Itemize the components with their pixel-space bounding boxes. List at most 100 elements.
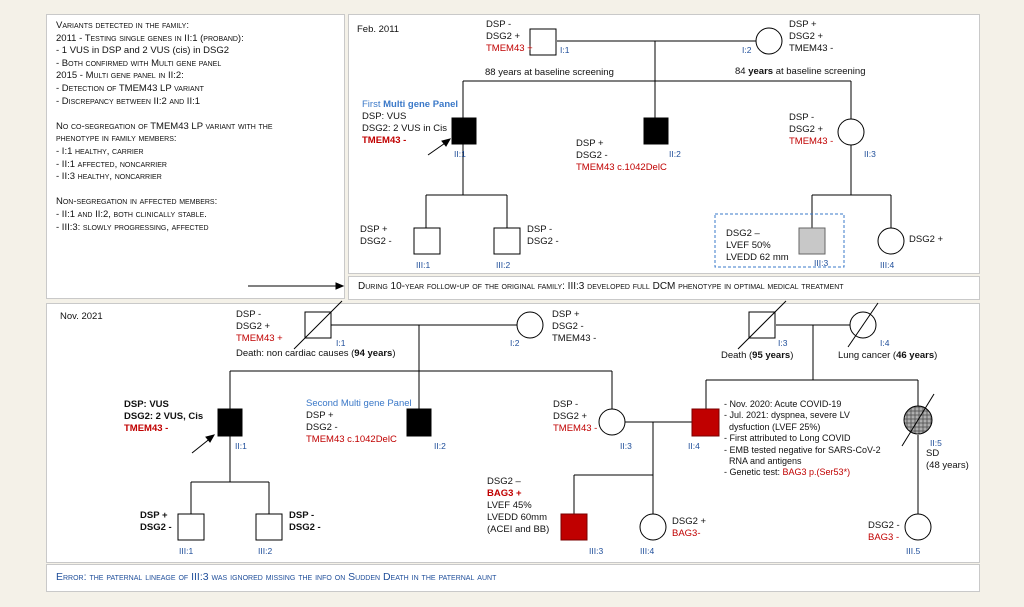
clinical-note: dysfuction (LVEF 25%) (724, 421, 821, 432)
panel-text: Second Multi gene Panel (306, 398, 412, 409)
highlight-box (714, 213, 845, 268)
dsg2-status: DSG2 + (486, 31, 521, 42)
summary-line: phenotype in family members: (56, 133, 177, 145)
individual-id: III:1 (179, 546, 194, 556)
bIII4-label: DSG2 + BAG3- (672, 516, 706, 540)
male-symbol (413, 227, 441, 255)
error-label: Error: (56, 571, 87, 583)
clinical-note: - Jul. 2021: dyspnea, severe LV (724, 410, 850, 421)
individual-id: I:1 (336, 338, 346, 348)
panel-bold: Multi gene Panel (383, 99, 459, 110)
lvef-value: LVEF 45% (487, 500, 532, 511)
note-text: Death ( (721, 350, 753, 361)
individual-id: III:1 (416, 260, 431, 270)
dsg2-status: DSG2 – (487, 476, 521, 487)
male-symbol (493, 227, 521, 255)
dsp-status: DSP: VUS (362, 111, 407, 122)
bIII3-label: DSG2 – BAG3 + LVEF 45% LVEDD 60mm (ACEI … (487, 476, 549, 536)
dsg2-status: DSG2: 2 VUS in Cis (362, 123, 447, 134)
male-symbol (529, 28, 557, 56)
III1-label: DSP + DSG2 - (360, 224, 392, 248)
bag3-status: BAG3 + (487, 488, 522, 499)
lvedd-value: LVEDD 60mm (487, 512, 548, 523)
tmem43-status: TMEM43 c.1042DelC (306, 434, 397, 445)
bIII5-label: DSG2 - BAG3 - (868, 520, 900, 544)
dsg2-status: DSG2 - (552, 321, 584, 332)
dsg2-status: DSG2 - (576, 150, 608, 161)
clinical-note: - First attributed to Long COVID (724, 433, 851, 444)
clinical-note: - EMB tested negative for SARS-CoV-2 (724, 444, 881, 455)
lvef-value: LVEF 50% (726, 240, 771, 251)
summary-line: 2015 - Multi gene panel in II:2: (56, 70, 184, 82)
dsg2-status: DSG2 - (360, 236, 392, 247)
summary-line: Non-segregation in affected members: (56, 196, 218, 208)
error-note: Error: the paternal lineage of III:3 was… (56, 571, 496, 583)
affected-male-symbol (217, 408, 243, 437)
arrow-head (441, 138, 452, 147)
dsg2-status: DSG2 - (306, 422, 338, 433)
individual-id: I:2 (742, 45, 752, 55)
note-bold: 94 years (354, 348, 393, 359)
bIII2-label: DSP - DSG2 - (289, 510, 321, 534)
dsg2-status: DSG2 - (140, 522, 172, 533)
dsp-status: DSP + (306, 410, 334, 421)
error-note-box (46, 564, 980, 592)
individual-id: I:1 (560, 45, 570, 55)
individual-id: II:1 (235, 441, 247, 451)
bag3-status: BAG3 - (868, 532, 900, 543)
female-symbol (755, 27, 783, 55)
arrow-head (335, 282, 345, 290)
affected-male-symbol (406, 408, 432, 437)
dsp-status: DSP + (140, 510, 168, 521)
error-text: the paternal lineage of III:3 was ignore… (86, 571, 497, 583)
individual-id: II:4 (688, 441, 700, 451)
summary-line: - Both confirmed with Multi gene panel (56, 57, 222, 69)
dsg2-status: DSG2 + (789, 31, 824, 42)
affected-male-symbol (643, 117, 669, 145)
II3-label: DSP - DSG2 + TMEM43 - (789, 112, 833, 148)
summary-panel (46, 14, 345, 299)
bag3-status: BAG3- (672, 528, 701, 539)
dsp-status: DSP - (789, 112, 815, 123)
dsg2-status: DSG2 + (236, 321, 271, 332)
summary-line: - II:3 healthy, noncarrier (56, 171, 162, 183)
individual-id: III:2 (258, 546, 273, 556)
baseline-note: 88 years at baseline screening (485, 67, 614, 78)
individual-id: III:3 (589, 546, 604, 556)
pedigree-date: Nov. 2021 (60, 311, 103, 322)
tmem43-status: TMEM43 c.1042DelC (576, 162, 667, 173)
summary-line: 2011 - Testing single genes in II:1 (pro… (56, 32, 244, 44)
clinical-note: - Nov. 2020: Acute COVID-19 (724, 399, 842, 409)
female-symbol (598, 408, 626, 436)
summary-line: - III:3: slowly progressing, affected (56, 221, 209, 233)
deceased-slash (901, 393, 935, 447)
clinical-note: RNA and antigens (724, 456, 802, 467)
note-text: ) (392, 348, 396, 359)
bI1-label: DSP - DSG2 + TMEM43 + (236, 309, 283, 345)
individual-id: II:5 (930, 438, 942, 448)
individual-id: I:4 (880, 338, 890, 348)
dsg2-status: DSG2 + (909, 234, 944, 245)
uncertain-male-symbol (798, 227, 826, 255)
individual-id: II:1 (454, 149, 466, 159)
baseline-note: 84 years at baseline screening (735, 66, 865, 78)
female-symbol (516, 311, 544, 339)
bIII1-label: DSP + DSG2 - (140, 510, 172, 534)
tmem43-status: TMEM43 - (362, 135, 407, 146)
dsp-status: DSP: VUS (124, 399, 169, 410)
dsp-status: DSP + (360, 224, 388, 235)
dsp-status: DSP + (576, 138, 604, 149)
sd-note: SD (48 years) (926, 448, 969, 472)
affected-male-red-symbol (691, 408, 720, 437)
death-note: Death (95 years) (721, 350, 793, 362)
III2-label: DSP - DSG2 - (527, 224, 559, 248)
individual-id: II:3 (864, 149, 876, 159)
note-bold: 95 years (752, 350, 791, 361)
cancer-note: Lung cancer (46 years) (838, 350, 937, 362)
dsp-status: DSP - (527, 224, 553, 235)
II2-label: DSP + DSG2 - TMEM43 c.1042DelC (576, 138, 667, 174)
deceased-slash (737, 300, 787, 350)
dsg2-status: DSG2 + (672, 516, 707, 527)
individual-id: II:2 (434, 441, 446, 451)
